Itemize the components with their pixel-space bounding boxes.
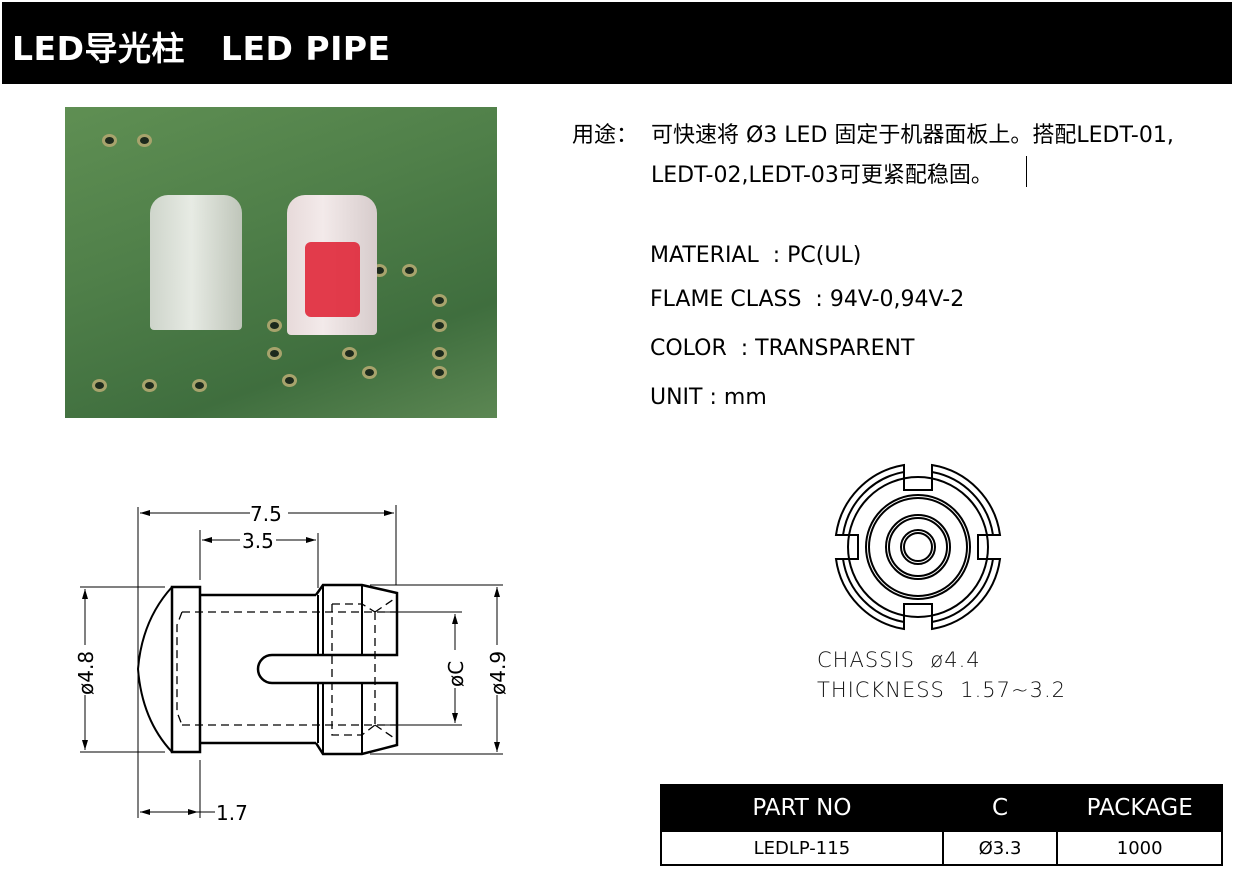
page-title: LED导光柱 LED PIPE <box>12 29 391 68</box>
dim-body-length: 3.5 <box>242 529 274 553</box>
header-part-no: PART NO <box>660 784 944 832</box>
cell-package: 1000 <box>1056 830 1223 866</box>
table-row: LEDLP-115 Ø3.3 1000 <box>660 830 1223 866</box>
usage-line-1: 可快速将 Ø3 LED 固定于机器面板上。搭配LEDT-01, <box>651 123 1174 148</box>
side-view <box>80 505 503 818</box>
cell-c: Ø3.3 <box>941 830 1059 866</box>
header-package: PACKAGE <box>1056 784 1223 832</box>
dim-total-length: 7.5 <box>250 502 282 526</box>
dim-flange-thickness: 1.7 <box>216 801 248 825</box>
header-c: C <box>941 784 1059 832</box>
usage-line-2: LEDT-02,LEDT-03可更紧配稳固。 <box>651 163 993 188</box>
page-header: LED导光柱 LED PIPE <box>2 2 1232 84</box>
spec-flame-class: FLAME CLASS : 94V-0,94V-2 <box>650 287 965 312</box>
chassis-note: CHASSIS ø4.4 <box>817 648 981 672</box>
dim-head-diameter: ø4.8 <box>74 651 98 695</box>
front-view <box>834 463 1002 631</box>
spec-unit: UNIT : mm <box>650 385 767 410</box>
clear-led-pipe <box>150 195 242 330</box>
dim-inner-diameter: øC <box>444 661 468 687</box>
spec-material: MATERIAL : PC(UL) <box>650 243 862 268</box>
cell-part-no: LEDLP-115 <box>660 830 944 866</box>
parts-table: PART NO C PACKAGE LEDLP-115 Ø3.3 1000 <box>660 784 1223 866</box>
thickness-note: THICKNESS 1.57~3.2 <box>817 678 1066 702</box>
product-photo <box>65 107 497 418</box>
table-header-row: PART NO C PACKAGE <box>660 784 1223 832</box>
dim-outer-diameter: ø4.9 <box>486 651 510 695</box>
text-cursor <box>1026 156 1027 187</box>
spec-color: COLOR : TRANSPARENT <box>650 336 915 361</box>
usage-label: 用途： <box>572 123 639 148</box>
